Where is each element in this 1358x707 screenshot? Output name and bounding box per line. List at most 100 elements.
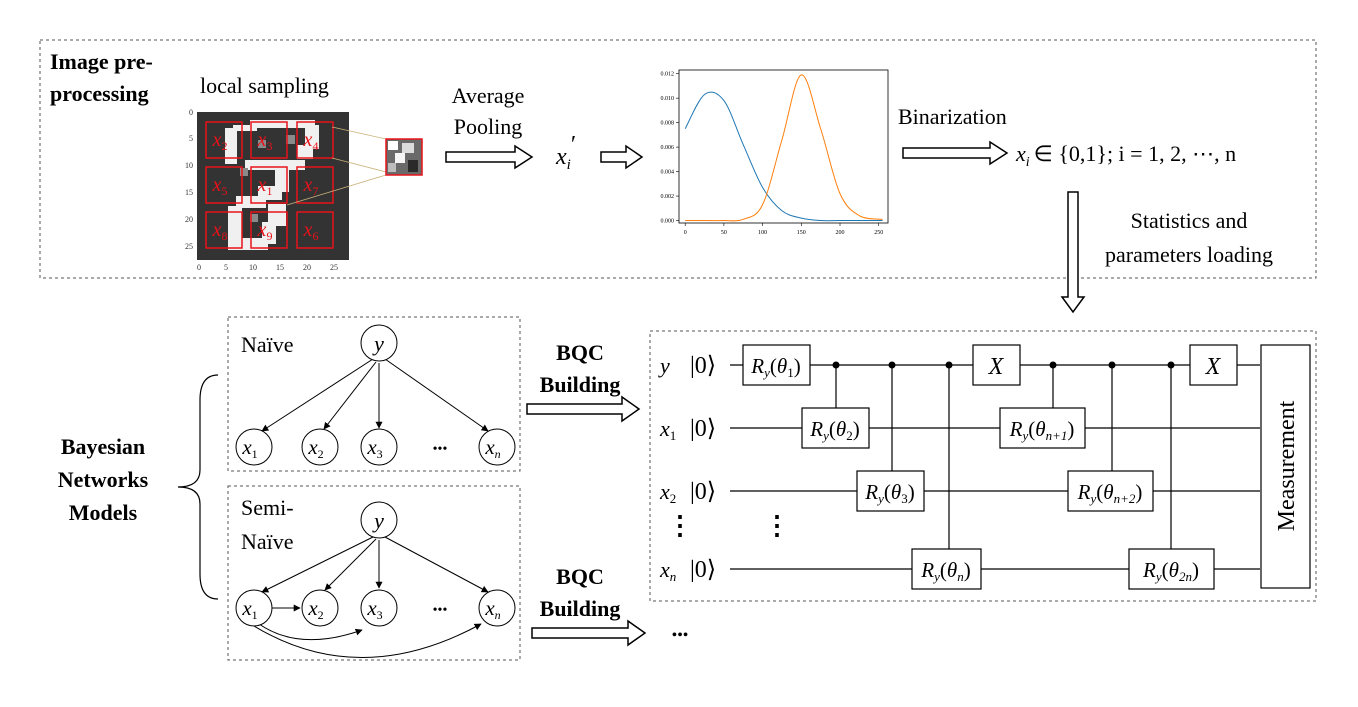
patch-boxes [205,121,334,249]
bqc-building-2-line1: BQC [556,564,604,589]
patch-label: x1 [257,174,273,198]
control-lines [835,365,1172,549]
gauss-y-tick: 0.004 [661,170,675,176]
gate-ry-theta2: Ry(θ2) [801,407,870,449]
mnist-y-tick: 15 [185,188,193,197]
bqc-building-1-line1: BQC [556,340,604,365]
naive-title: Naïve [241,332,294,357]
semi-naive-edges [253,536,489,658]
bayesian-label-line1: Bayesian [61,434,145,459]
bqc-building-2-arrow [531,619,647,647]
mnist-y-tick: 10 [185,161,193,170]
naive-edges [261,358,489,432]
naive-nodes: y x1 x2 x3 ••• xn [235,324,516,466]
control-dot [1049,361,1057,369]
naive-node-y-label: y [372,331,384,356]
gauss-y-tick: 0.010 [661,96,675,102]
preprocessing-title-line1: Image pre- [50,49,153,74]
svg-text:Ry(θ2n): Ry(θ2n) [1142,558,1199,584]
mnist-x-tick: 20 [303,263,311,272]
patch-label: x3 [257,129,273,153]
naive-node-xn [478,428,516,466]
semi-node-xn-label: xn [484,596,500,622]
naive-node-x2-label: x2 [307,435,323,461]
svg-text:Ry(θ2): Ry(θ2) [809,417,859,443]
svg-text:Ry(θn+2): Ry(θn+2) [1077,480,1143,506]
svg-text:Ry(θ1): Ry(θ1) [750,354,800,380]
control-dot [945,361,953,369]
models-brace [177,374,219,600]
mnist-x-tick: 5 [224,263,228,272]
gate-ry-theta-2n: Ry(θ2n) [1128,548,1215,590]
control-dot [1108,361,1116,369]
naive-node-x1-label: x1 [241,435,257,461]
mnist-x-tick: 0 [197,263,201,272]
circuit-wire-labels: y x1 x2 xn ⋮ ⋮ [658,353,790,584]
pooling-arrow [445,144,534,170]
semi-node-x3-label: x3 [366,596,382,622]
wire-label-y: y [658,353,670,378]
average-pooling-line1: Average [452,83,525,108]
bqc-building-2-line2: Building [540,596,621,621]
gauss-series-line-2 [685,74,883,222]
svg-text:Ry(θ3): Ry(θ3) [864,480,914,506]
gauss-x-tick: 100 [758,230,767,236]
semi-naive-panel [227,485,521,661]
semi-node-x2 [301,589,339,627]
mnist-y-tick: 20 [185,215,193,224]
semi-naive-ellipsis: ••• [433,603,448,618]
gauss-plot-frame [678,69,889,224]
bqc-building-1-arrow [526,395,641,423]
naive-node-x3-label: x3 [366,435,382,461]
naive-ellipsis: ••• [433,442,448,457]
semi-node-x1-label: x1 [241,596,257,622]
mnist-y-ticks: 0 5 10 15 20 25 [185,108,193,251]
binarization-label: Binarization [898,104,1007,129]
zoom-guide-line [286,174,387,206]
svg-text:X: X [1205,354,1222,380]
semi-node-xn [478,589,516,627]
digit-grey-pixels [240,135,295,222]
gate-ry-theta-n-plus-2: Ry(θn+2) [1067,470,1154,512]
gauss-y-tick: 0.002 [661,194,675,200]
semi-naive-nodes: y x1 x2 x3 ••• xn [235,501,516,627]
mnist-x-tick: 10 [249,263,257,272]
ket-zero-x2: |0⟩ [690,479,716,505]
gauss-x-tick: 250 [874,230,883,236]
gauss-y-tick: 0.012 [661,72,675,78]
gauss-y-tick: 0.008 [661,121,675,127]
gaussian-distribution-chart: 0.000 0.002 0.004 0.006 0.008 0.010 0.012 0 50 10… [661,69,889,236]
gate-ry-theta-n-plus-1: Ry(θn+1) [999,407,1086,449]
svg-text:Ry(θn+1): Ry(θn+1) [1009,417,1075,443]
mnist-y-tick: 5 [189,134,193,143]
gauss-x-tick: 50 [721,230,727,236]
gate-ry-theta3: Ry(θ3) [856,470,925,512]
mnist-y-tick: 0 [189,108,193,117]
gate-x-2: X [1189,344,1238,386]
gauss-series [684,74,883,222]
gauss-x-tick: 150 [797,230,806,236]
naive-node-x2 [301,428,339,466]
mnist-y-tick: 25 [185,242,193,251]
stats-loading-line2: parameters loading [1105,242,1273,267]
gauss-y-tick: 0.000 [661,219,675,225]
circuit-wires [730,364,1260,570]
naive-node-x1 [235,428,273,466]
patch-label: x5 [212,174,228,198]
gauss-y-tick: 0.006 [661,145,675,151]
measurement-label: Measurement [1274,400,1300,531]
zoom-guide-line [331,157,387,173]
pooled-feature-symbol: xi′ [555,132,576,173]
ket-zero-xn: |0⟩ [690,557,716,583]
ket-zero-y: |0⟩ [690,353,716,379]
gauss-axis-ticks: 0.000 0.002 0.004 0.006 0.008 0.010 0.012 0 50 10… [661,72,884,236]
svg-text:Ry(θn): Ry(θn) [920,558,970,584]
gauss-x-tick: 0 [684,230,687,236]
mnist-x-tick: 15 [276,263,284,272]
ket-zero-x1: |0⟩ [690,416,716,442]
bayesian-label-line2: Networks [58,467,149,492]
stats-loading-line1: Statistics and [1131,208,1248,233]
wire-label-x1: x1 [659,416,676,443]
